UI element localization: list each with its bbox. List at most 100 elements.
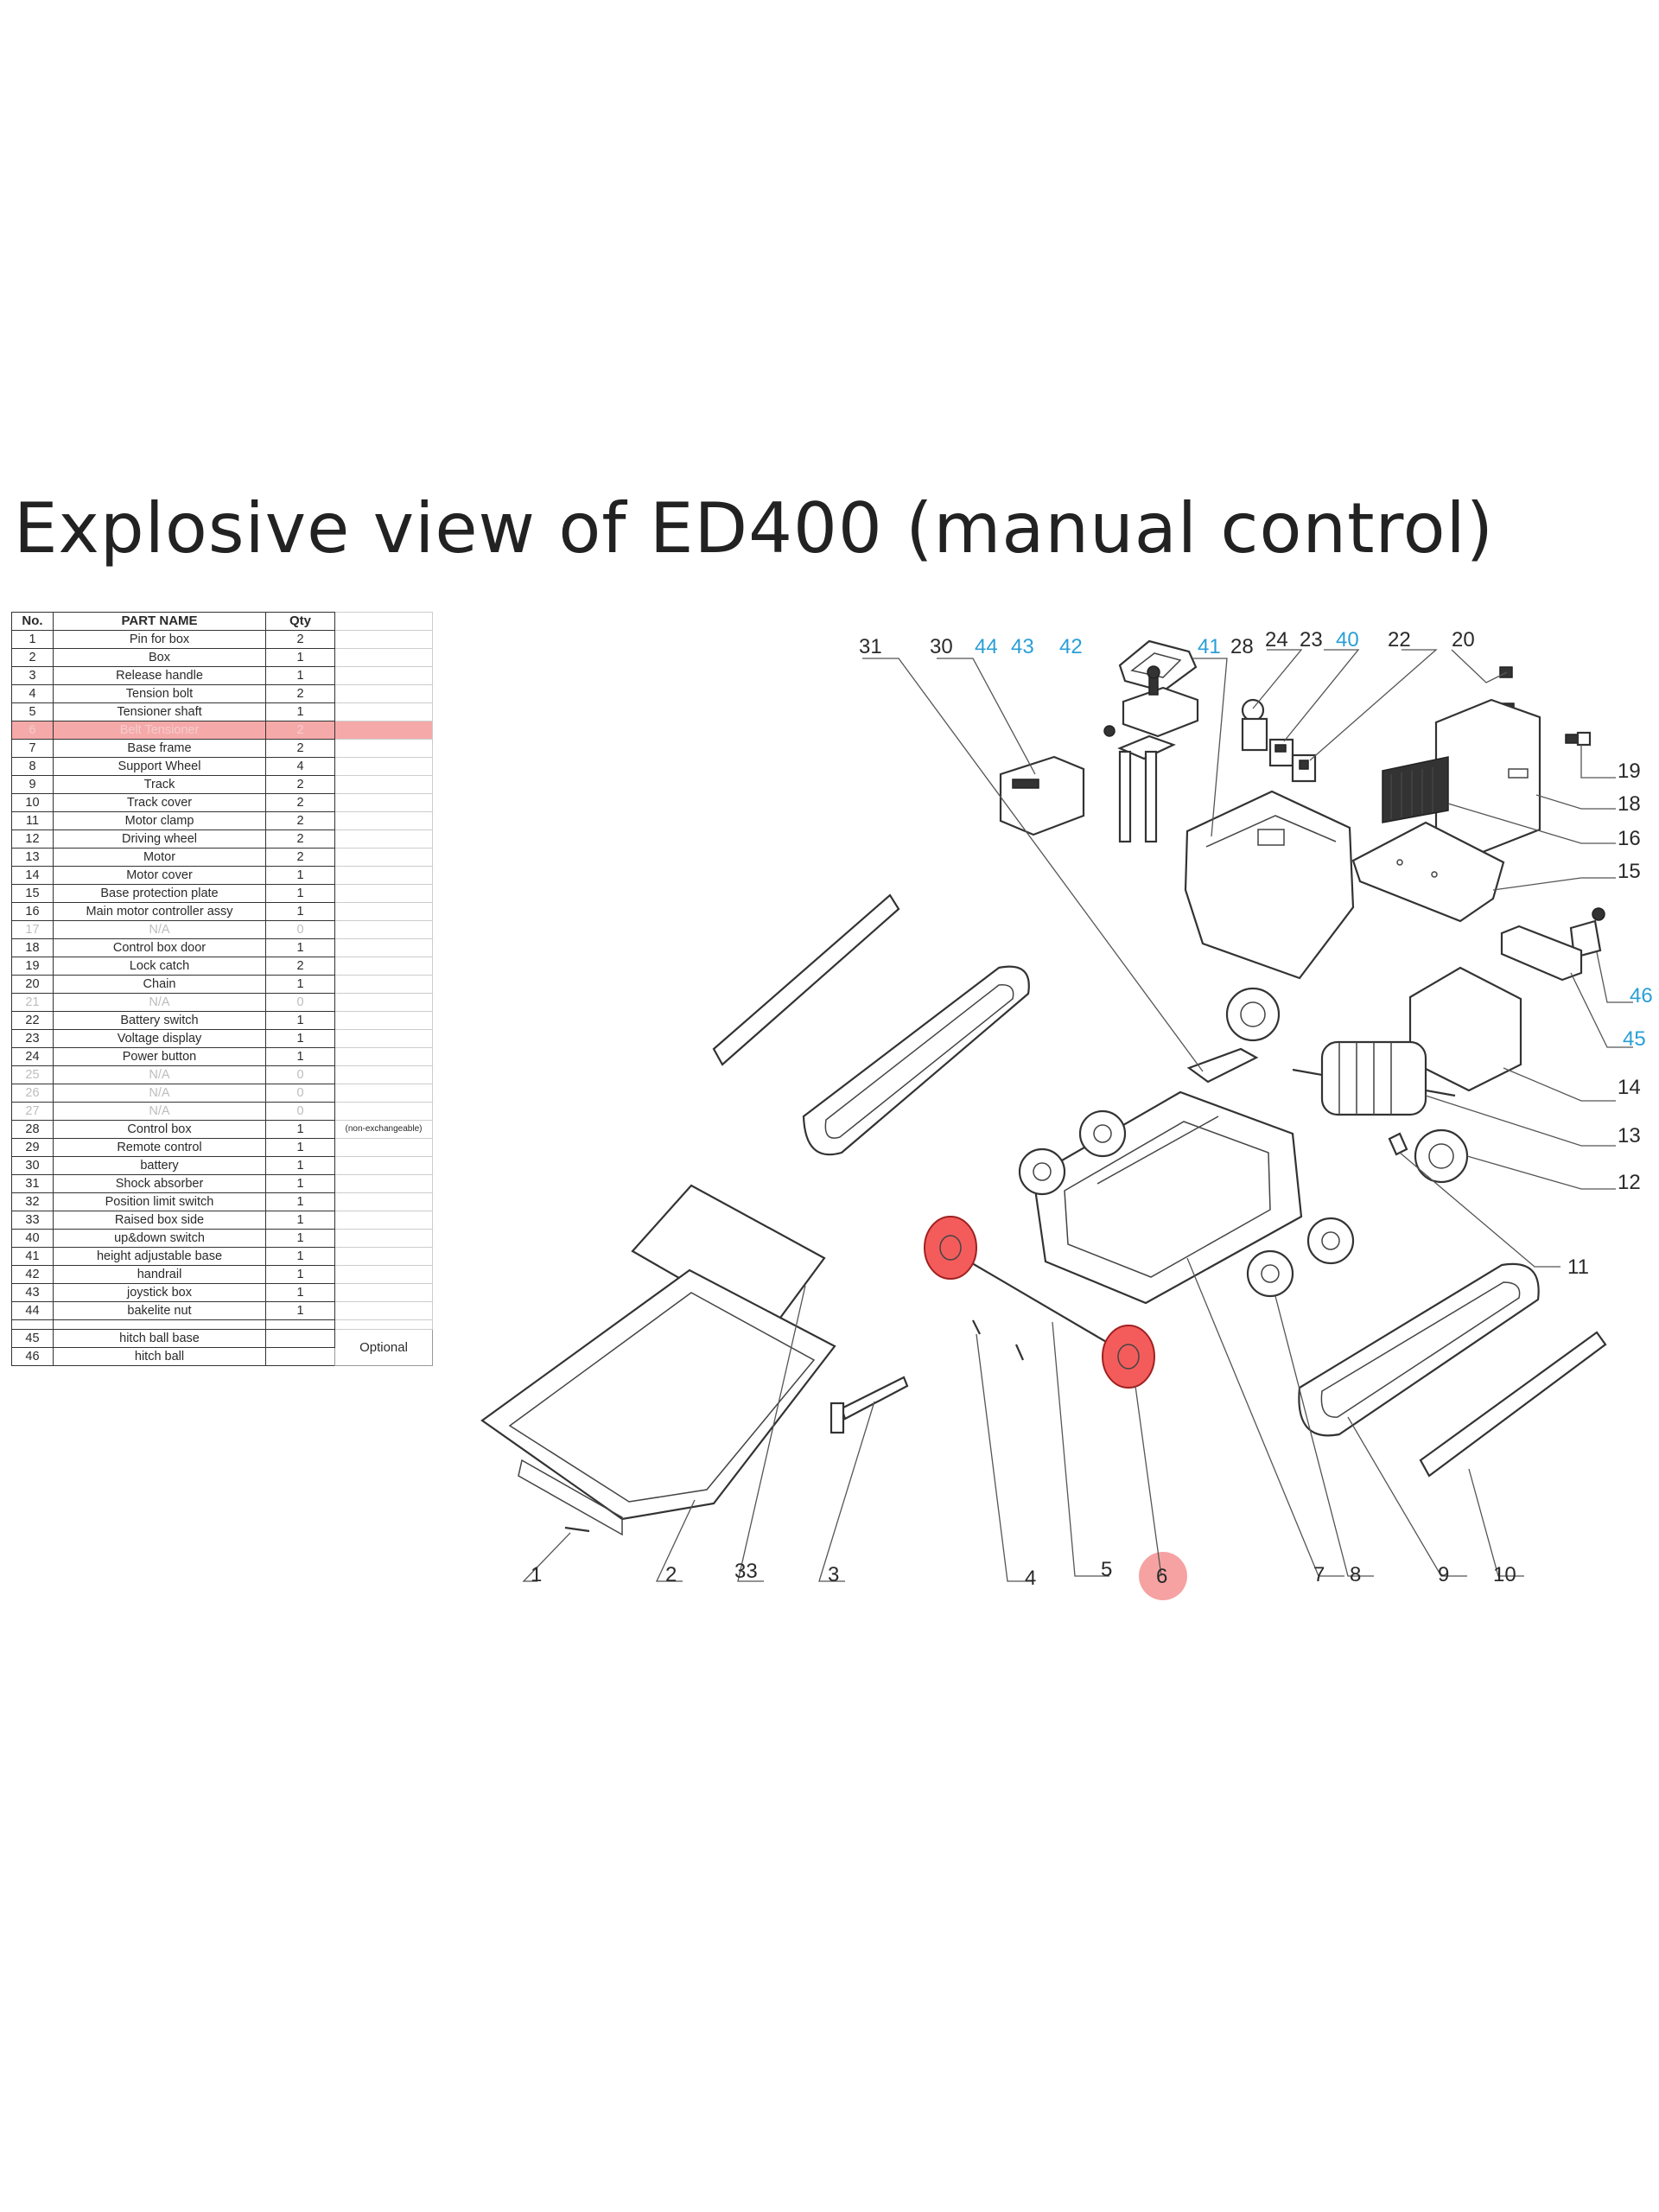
cell-part-name: hitch ball base [53,1329,266,1348]
cell-qty: 2 [265,721,335,740]
cell-part-name: Lock catch [53,957,266,976]
callout-16: 16 [1618,827,1641,850]
cell-no: 29 [11,1138,54,1157]
belt-tensioner-part [924,1216,1155,1389]
cell-no: 43 [11,1283,54,1302]
cell-part-name: Support Wheel [53,757,266,776]
callout-43: 43 [1011,635,1034,658]
leader-lines [522,649,1633,1582]
callout-40: 40 [1336,628,1359,652]
track-right-part [1298,1262,1540,1437]
cell-part-name: Remote control [53,1138,266,1157]
bakelite-nut-part [1103,725,1116,737]
callout-45: 45 [1623,1027,1646,1051]
cell-part-name: battery [53,1156,266,1175]
track-left-part [802,965,1030,1156]
cell-part-name: Base protection plate [53,884,266,903]
cell-part-name: Voltage display [53,1029,266,1048]
tensioner-shaft-part [957,1254,1109,1344]
callout-20: 20 [1452,628,1475,652]
battery-part [999,755,1085,836]
control-box-door-part [1434,698,1541,854]
callout-5: 5 [1101,1558,1112,1581]
track-cover-right-part [1419,1331,1607,1478]
pin-for-box-part [564,1526,590,1533]
callout-42: 42 [1059,635,1083,658]
cell-no: 33 [11,1211,54,1230]
callout-22: 22 [1388,628,1411,652]
hitch-ball-base-part [1500,925,1583,982]
cell-part-name: Power button [53,1047,266,1066]
table-gap-row [11,1319,433,1330]
motor-cover-part [1408,966,1522,1092]
cell-part-name: Control box door [53,938,266,957]
track-cover-left-part [712,893,900,1066]
cell-part-name: hitch ball [53,1347,266,1366]
page-title: Explosive view of ED400 (manual control) [14,488,1494,569]
callout-24: 24 [1265,628,1288,652]
base-protection-plate-part [1351,821,1505,923]
callout-12: 12 [1618,1171,1641,1194]
callout-11: 11 [1567,1255,1589,1279]
cell-part-name: Box [53,648,266,667]
cell-no: 31 [11,1174,54,1193]
cell-part-name: Track [53,775,266,794]
cell-no: 25 [11,1065,54,1084]
cell-part-name: up&down switch [53,1229,266,1248]
cell-part-name: Release handle [53,666,266,685]
cell-part-name: Main motor controller assy [53,902,266,921]
cell-part-name: Base frame [53,739,266,758]
callout-15: 15 [1618,860,1641,883]
main-motor-controller-part [1382,756,1449,823]
cell-part-name: Shock absorber [53,1174,266,1193]
cell-part-name: Motor clamp [53,811,266,830]
cell-no: 21 [11,993,54,1012]
cell-part-name: Track cover [53,793,266,812]
callout-18: 18 [1618,792,1641,816]
cell-no: 32 [11,1192,54,1211]
callout-14: 14 [1618,1076,1641,1099]
cell-part-name: Tension bolt [53,684,266,703]
motor-clamp-part [1388,1132,1408,1156]
cell-qty [265,1347,335,1366]
table-header-row: No. PART NAME Qty [11,612,433,631]
release-handle-part [830,1376,909,1434]
cell-no: 23 [11,1029,54,1048]
cell-no: 13 [11,848,54,867]
callout-3: 3 [828,1563,839,1586]
callout-41: 41 [1198,635,1221,658]
callout-28: 28 [1230,635,1254,658]
cell-part-name: Tensioner shaft [53,702,266,721]
cell-no: 22 [11,1011,54,1030]
support-wheel-part [1018,1109,1355,1298]
height-adjustable-base-part [1117,734,1176,843]
tension-bolt-part [972,1319,1025,1361]
lock-catch-part [1565,731,1592,747]
